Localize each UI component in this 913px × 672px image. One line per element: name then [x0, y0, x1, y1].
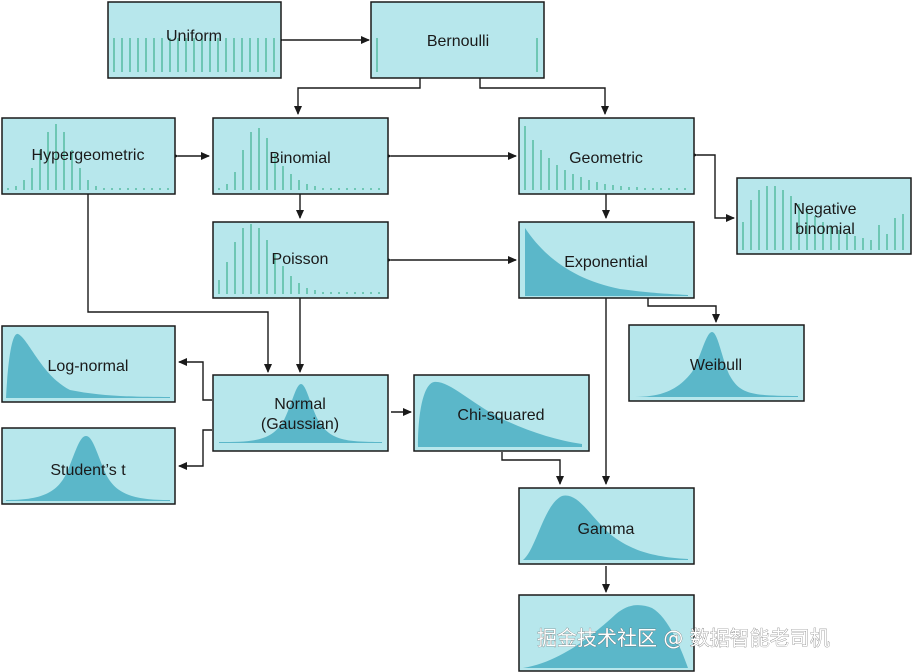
edge-hypergeometric-normal	[87, 194, 272, 373]
label-weibull: Weibull	[690, 357, 742, 374]
node-chi-squared: Chi-squared	[413, 374, 590, 452]
label-exponential: Exponential	[564, 254, 648, 271]
geometric-pmf	[524, 126, 686, 190]
poisson-pmf	[218, 224, 380, 294]
label-poisson: Poisson	[272, 251, 329, 268]
hypergeometric-pmf	[7, 124, 169, 190]
node-poisson: Poisson	[212, 221, 389, 299]
label-chi-squared: Chi-squared	[457, 407, 544, 424]
edge-bernoulli-geometric	[479, 78, 609, 115]
node-weibull: Weibull	[628, 324, 805, 402]
label-negative-binomial-line2: binomial	[795, 221, 855, 238]
node-negative-binomial: Negative binomial	[736, 177, 912, 255]
chi-squared-pdf	[418, 381, 582, 447]
beta-pdf	[523, 605, 688, 668]
label-normal-line2: (Gaussian)	[261, 416, 339, 433]
label-bernoulli: Bernoulli	[427, 33, 489, 50]
node-exponential: Exponential	[518, 221, 695, 299]
label-hypergeometric: Hypergeometric	[32, 147, 145, 164]
students-t-pdf	[6, 436, 170, 501]
watermark: 掘金技术社区 @ 数据智能老司机	[537, 626, 830, 650]
uniform-pmf	[113, 38, 275, 72]
negative-binomial-pmf	[742, 186, 904, 250]
node-log-normal: Log-normal	[1, 325, 176, 403]
edges	[87, 36, 735, 593]
exponential-pdf	[525, 228, 688, 296]
edge-geometric-negative-binomial	[689, 151, 735, 222]
label-gamma: Gamma	[578, 521, 635, 538]
label-uniform: Uniform	[166, 28, 222, 45]
node-students-t: Student’s t	[1, 427, 176, 505]
log-normal-pdf	[6, 333, 170, 398]
edge-chi-squared-gamma	[501, 452, 564, 485]
node-binomial: Binomial	[212, 117, 389, 195]
node-hypergeometric: Hypergeometric	[1, 117, 176, 195]
label-normal-line1: Normal	[274, 396, 326, 413]
label-geometric: Geometric	[569, 150, 643, 167]
node-bernoulli: Bernoulli	[370, 1, 545, 79]
node-gamma: Gamma	[518, 487, 695, 565]
label-log-normal: Log-normal	[48, 358, 129, 375]
label-students-t: Student’s t	[50, 462, 126, 479]
weibull-pdf	[633, 332, 798, 397]
label-negative-binomial-line1: Negative	[793, 201, 856, 218]
node-beta	[518, 594, 695, 672]
edge-exponential-weibull	[647, 298, 720, 323]
gamma-pdf	[523, 495, 688, 560]
node-uniform: Uniform	[107, 1, 282, 79]
normal-pdf	[219, 384, 382, 443]
binomial-pmf	[218, 128, 380, 190]
node-normal: Normal (Gaussian)	[212, 374, 389, 452]
edge-normal-log-normal	[178, 358, 212, 401]
edge-normal-students-t	[178, 429, 212, 470]
edge-bernoulli-binomial	[294, 78, 421, 115]
node-geometric: Geometric	[518, 117, 695, 195]
bernoulli-pmf	[376, 38, 538, 72]
label-binomial: Binomial	[269, 150, 330, 167]
